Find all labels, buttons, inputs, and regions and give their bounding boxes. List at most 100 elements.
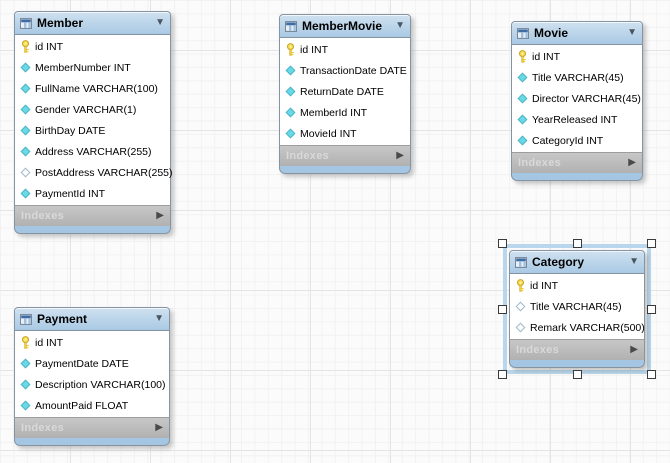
- not-null-column-icon: [284, 107, 296, 118]
- expand-arrow-icon[interactable]: ▶: [155, 422, 163, 433]
- table-bottom-strip: [511, 173, 643, 181]
- column-text: id INT: [300, 43, 329, 56]
- column-row[interactable]: PaymentDate DATE: [15, 353, 169, 374]
- indexes-label: Indexes: [518, 157, 562, 169]
- column-row[interactable]: PaymentId INT: [15, 183, 170, 204]
- not-null-column-icon: [19, 358, 31, 369]
- nullable-column-icon: [514, 322, 526, 333]
- column-text: PaymentId INT: [35, 187, 106, 200]
- table-header[interactable]: Payment ▼: [14, 307, 170, 331]
- selection-handle[interactable]: [647, 305, 656, 314]
- selection-handle[interactable]: [498, 305, 507, 314]
- selection-handle[interactable]: [647, 370, 656, 379]
- indexes-bar[interactable]: Indexes ▶: [511, 152, 643, 173]
- table-bottom-strip: [14, 226, 171, 234]
- column-row[interactable]: Remark VARCHAR(500): [510, 317, 645, 338]
- column-row[interactable]: id INT: [15, 36, 170, 57]
- column-text: YearReleased INT: [532, 113, 618, 126]
- column-text: Gender VARCHAR(1): [35, 103, 137, 116]
- not-null-column-icon: [19, 400, 31, 411]
- column-row[interactable]: CategoryId INT: [512, 130, 642, 151]
- column-row[interactable]: BirthDay DATE: [15, 120, 170, 141]
- column-row[interactable]: FullName VARCHAR(100): [15, 78, 170, 99]
- column-text: AmountPaid FLOAT: [35, 399, 129, 412]
- column-row[interactable]: id INT: [15, 332, 169, 353]
- not-null-column-icon: [516, 93, 528, 104]
- not-null-column-icon: [284, 86, 296, 97]
- table-icon: [20, 313, 32, 326]
- table-header[interactable]: Category ▼: [509, 250, 645, 274]
- column-list: id INT Title VARCHAR(45)Director VARCHAR(…: [511, 45, 643, 152]
- collapse-arrow-icon[interactable]: ▼: [154, 313, 164, 324]
- column-row[interactable]: TransactionDate DATE: [280, 60, 410, 81]
- indexes-bar[interactable]: Indexes ▶: [14, 205, 171, 226]
- table-icon: [285, 20, 297, 33]
- column-text: ReturnDate DATE: [300, 85, 384, 98]
- table-bottom-strip: [14, 438, 170, 446]
- column-text: TransactionDate DATE: [300, 64, 407, 77]
- column-row[interactable]: id INT: [280, 39, 410, 60]
- primary-key-icon: [19, 336, 31, 349]
- table-header[interactable]: MemberMovie ▼: [279, 14, 411, 38]
- column-row[interactable]: Title VARCHAR(45): [512, 67, 642, 88]
- column-row[interactable]: MemberId INT: [280, 102, 410, 123]
- selection-handle[interactable]: [573, 370, 582, 379]
- nullable-column-icon: [514, 301, 526, 312]
- column-text: Description VARCHAR(100): [35, 378, 166, 391]
- table-movie[interactable]: Movie ▼ id INT Title VARCHAR(45)Director …: [511, 21, 643, 181]
- table-header[interactable]: Member ▼: [14, 11, 171, 35]
- collapse-arrow-icon[interactable]: ▼: [395, 20, 405, 31]
- selection-handle[interactable]: [573, 239, 582, 248]
- column-row[interactable]: PostAddress VARCHAR(255): [15, 162, 173, 183]
- selection-handle[interactable]: [498, 370, 507, 379]
- column-row[interactable]: Address VARCHAR(255): [15, 141, 170, 162]
- table-membermovie[interactable]: MemberMovie ▼ id INT TransactionDate DATE…: [279, 14, 411, 174]
- column-row[interactable]: MemberNumber INT: [15, 57, 170, 78]
- table-icon: [515, 256, 527, 269]
- column-row[interactable]: Director VARCHAR(45): [512, 88, 642, 109]
- table-payment[interactable]: Payment ▼ id INT PaymentDate DATE Descript…: [14, 307, 170, 446]
- collapse-arrow-icon[interactable]: ▼: [629, 256, 639, 267]
- table-bottom-strip: [279, 166, 411, 174]
- indexes-bar[interactable]: Indexes ▶: [509, 339, 645, 360]
- column-row[interactable]: Description VARCHAR(100): [15, 374, 169, 395]
- not-null-column-icon: [19, 379, 31, 390]
- not-null-column-icon: [19, 188, 31, 199]
- column-row[interactable]: MovieId INT: [280, 123, 410, 144]
- table-icon: [517, 27, 529, 40]
- expand-arrow-icon[interactable]: ▶: [628, 157, 636, 168]
- column-row[interactable]: id INT: [510, 275, 644, 296]
- column-text: PaymentDate DATE: [35, 357, 129, 370]
- indexes-bar[interactable]: Indexes ▶: [279, 145, 411, 166]
- column-row[interactable]: AmountPaid FLOAT: [15, 395, 169, 416]
- column-text: BirthDay DATE: [35, 124, 106, 137]
- column-text: PostAddress VARCHAR(255): [35, 166, 173, 179]
- column-row[interactable]: ReturnDate DATE: [280, 81, 410, 102]
- column-row[interactable]: YearReleased INT: [512, 109, 642, 130]
- selection-handle[interactable]: [498, 239, 507, 248]
- collapse-arrow-icon[interactable]: ▼: [627, 27, 637, 38]
- column-row[interactable]: Gender VARCHAR(1): [15, 99, 170, 120]
- column-text: id INT: [532, 50, 561, 63]
- column-list: id INT TransactionDate DATE ReturnDate DAT…: [279, 38, 411, 145]
- table-title: Payment: [37, 312, 88, 326]
- indexes-bar[interactable]: Indexes ▶: [14, 417, 170, 438]
- column-row[interactable]: id INT: [512, 46, 642, 67]
- primary-key-icon: [284, 43, 296, 56]
- expand-arrow-icon[interactable]: ▶: [156, 210, 164, 221]
- expand-arrow-icon[interactable]: ▶: [396, 150, 404, 161]
- collapse-arrow-icon[interactable]: ▼: [155, 17, 165, 28]
- table-header[interactable]: Movie ▼: [511, 21, 643, 45]
- indexes-label: Indexes: [21, 210, 65, 222]
- primary-key-icon: [19, 40, 31, 53]
- selection-handle[interactable]: [647, 239, 656, 248]
- column-row[interactable]: Title VARCHAR(45): [510, 296, 644, 317]
- nullable-column-icon: [19, 167, 31, 178]
- not-null-column-icon: [19, 125, 31, 136]
- expand-arrow-icon[interactable]: ▶: [630, 344, 638, 355]
